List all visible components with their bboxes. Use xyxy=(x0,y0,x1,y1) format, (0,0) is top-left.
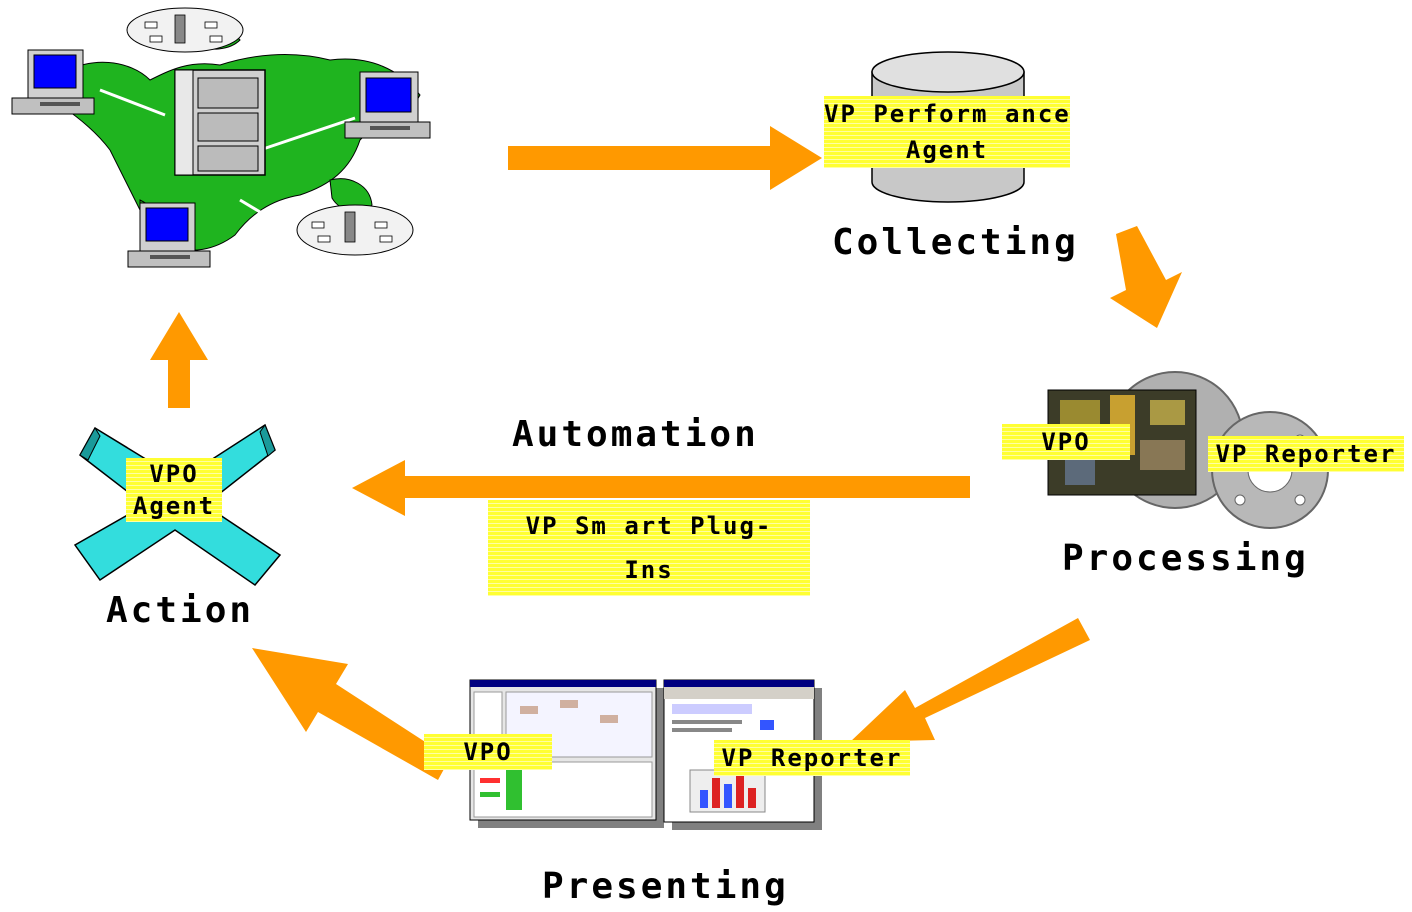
arrow-automation xyxy=(352,460,970,516)
arrow-to-presenting xyxy=(850,618,1090,742)
flow-arrows xyxy=(150,126,1182,780)
workstation-right xyxy=(344,71,431,139)
tag-vp-smart-plug-ins-line2: Ins xyxy=(624,556,674,584)
arrow-to-collecting xyxy=(508,126,822,190)
tag-vp-performance-agent-line1: VP Perform ance xyxy=(824,100,1071,128)
tag-vp-smart-plug-ins: VP Sm art Plug- Ins xyxy=(488,500,810,596)
tag-vp-performance-agent-line2: Agent xyxy=(905,136,989,164)
workstation-bottom xyxy=(127,202,211,268)
label-presenting: Presenting xyxy=(542,866,789,907)
network-world-illustration xyxy=(11,7,431,268)
label-collecting: Collecting xyxy=(832,222,1079,263)
label-action: Action xyxy=(106,590,255,631)
tag-presenting-vp-reporter: VP Reporter xyxy=(714,740,910,776)
tag-vpo-agent: VPO Agent xyxy=(126,458,222,522)
arrow-to-network xyxy=(150,312,208,408)
label-automation: Automation xyxy=(512,414,759,455)
tag-processing-vp-reporter: VP Reporter xyxy=(1208,436,1404,472)
tag-presenting-vpo: VPO xyxy=(424,734,552,770)
tag-vpo-agent-line1: VPO xyxy=(149,460,199,488)
label-processing: Processing xyxy=(1062,538,1309,579)
tag-vp-smart-plug-ins-line1: VP Sm art Plug- xyxy=(525,512,773,540)
tag-vp-performance-agent: VP Perform ance Agent xyxy=(824,96,1070,168)
workstation-left xyxy=(11,49,95,115)
arrow-to-action xyxy=(252,648,450,780)
arrow-to-processing xyxy=(1110,226,1182,328)
tag-processing-vpo: VPO xyxy=(1002,424,1130,460)
tag-vpo-agent-line2: Agent xyxy=(132,492,216,520)
